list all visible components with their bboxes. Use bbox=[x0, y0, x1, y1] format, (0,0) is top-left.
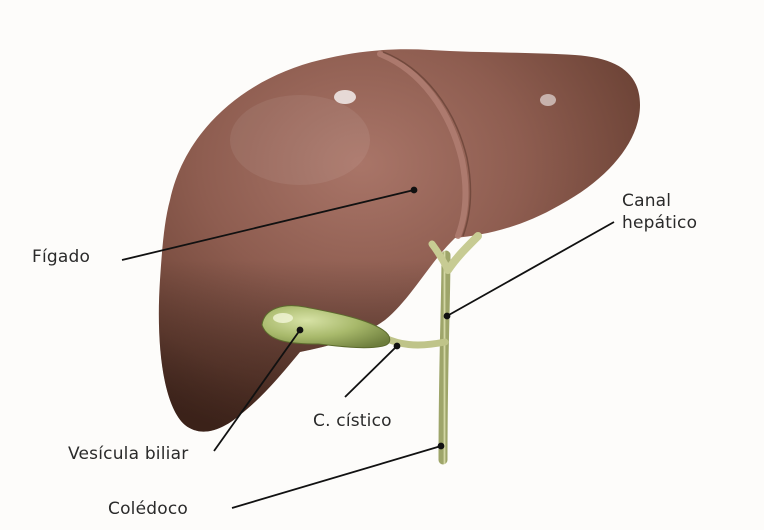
leader-dot-common-bile-duct bbox=[439, 444, 444, 449]
liver-sheen bbox=[230, 95, 370, 185]
liver bbox=[159, 49, 640, 431]
liver-highlight-right bbox=[540, 94, 556, 106]
leader-dot-cystic-duct bbox=[395, 344, 400, 349]
label-hepatic-duct: Canal hepático bbox=[622, 190, 697, 234]
label-gallbladder: Vesícula biliar bbox=[68, 443, 188, 465]
leader-dot-gallbladder bbox=[298, 328, 303, 333]
leader-dot-hepatic-duct bbox=[445, 314, 450, 319]
hepatic-duct-branch-right bbox=[448, 236, 478, 270]
liver-highlight bbox=[334, 90, 356, 104]
leader-line-common-bile-duct bbox=[232, 446, 441, 508]
label-common-bile-duct: Colédoco bbox=[108, 498, 188, 520]
label-hepatic-duct-line1: Canal bbox=[622, 190, 697, 212]
leader-dot-liver bbox=[412, 188, 417, 193]
cystic-duct bbox=[385, 338, 445, 345]
gallbladder-highlight bbox=[273, 313, 293, 323]
label-hepatic-duct-line2: hepático bbox=[622, 212, 697, 234]
liver-underside-shadow bbox=[159, 49, 640, 431]
leader-line-cystic-duct bbox=[345, 346, 397, 397]
leader-line-hepatic-duct bbox=[447, 222, 614, 316]
label-liver: Fígado bbox=[32, 246, 90, 268]
common-bile-duct bbox=[443, 255, 446, 460]
label-cystic-duct: C. cístico bbox=[313, 410, 392, 432]
